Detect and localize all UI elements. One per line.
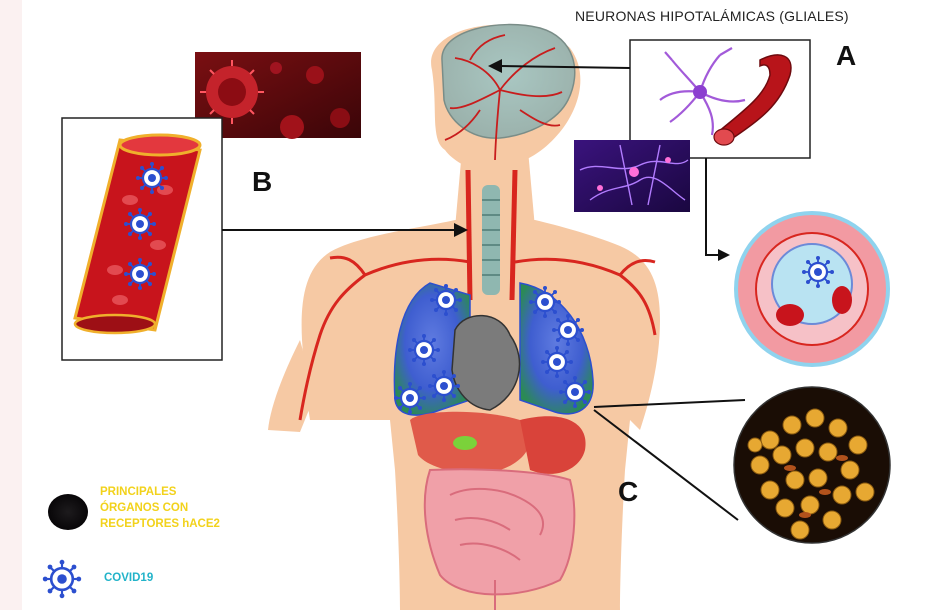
legend-organs-line2: ÓRGANOS CON: [100, 500, 290, 516]
legend-organs-text: PRINCIPALES ÓRGANOS CON RECEPTORES hACE2: [100, 484, 290, 532]
legend-icons: [43, 494, 88, 598]
panel-c-label: C: [618, 476, 638, 508]
panel-b-label: B: [252, 166, 272, 198]
legend-organs-line3: RECEPTORES hACE2: [100, 516, 290, 532]
neuron-photo: [574, 140, 690, 212]
vessel-cross-section: [736, 213, 888, 365]
legend-organs-line1: PRINCIPALES: [100, 484, 290, 500]
alveolar-micrograph: [734, 387, 890, 543]
panel-a-label: A: [836, 40, 856, 72]
neurons-title: NEURONAS HIPOTALÁMICAS (GLIALES): [575, 8, 849, 24]
panel-b-vessel-box: [62, 118, 222, 360]
legend-covid-text: COVID19: [104, 572, 153, 584]
